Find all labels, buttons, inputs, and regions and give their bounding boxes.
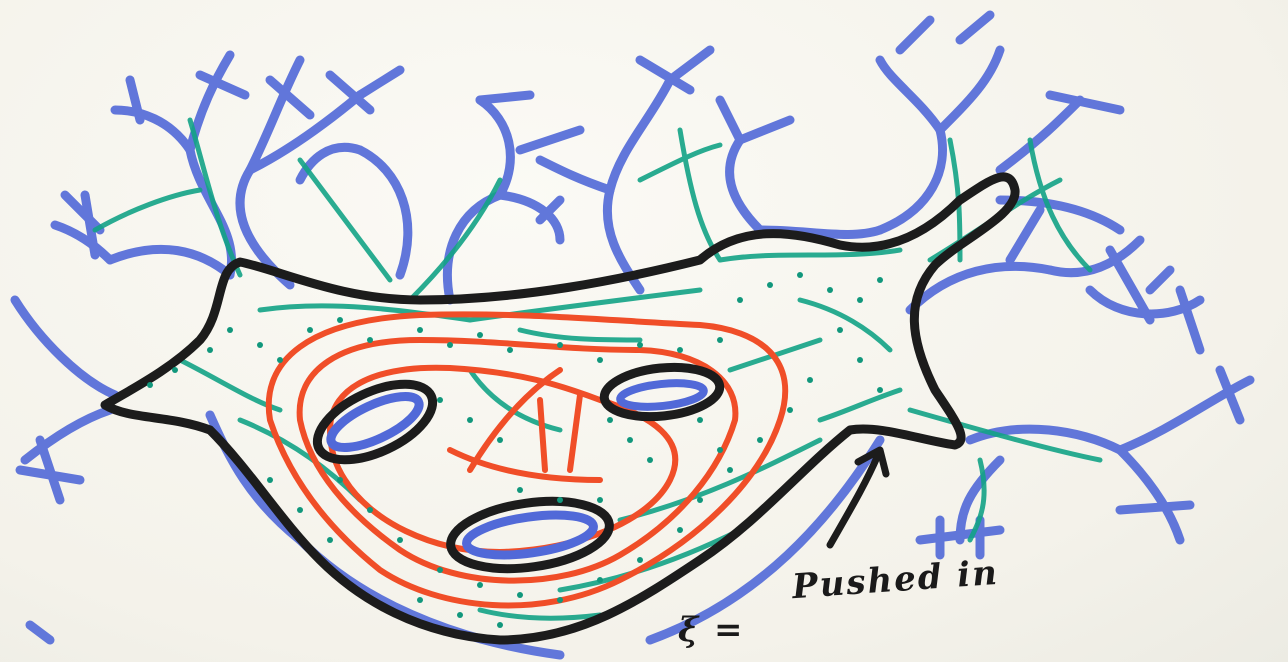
symbol-annotation: ξ = xyxy=(678,610,744,650)
teal-dots xyxy=(147,272,883,628)
